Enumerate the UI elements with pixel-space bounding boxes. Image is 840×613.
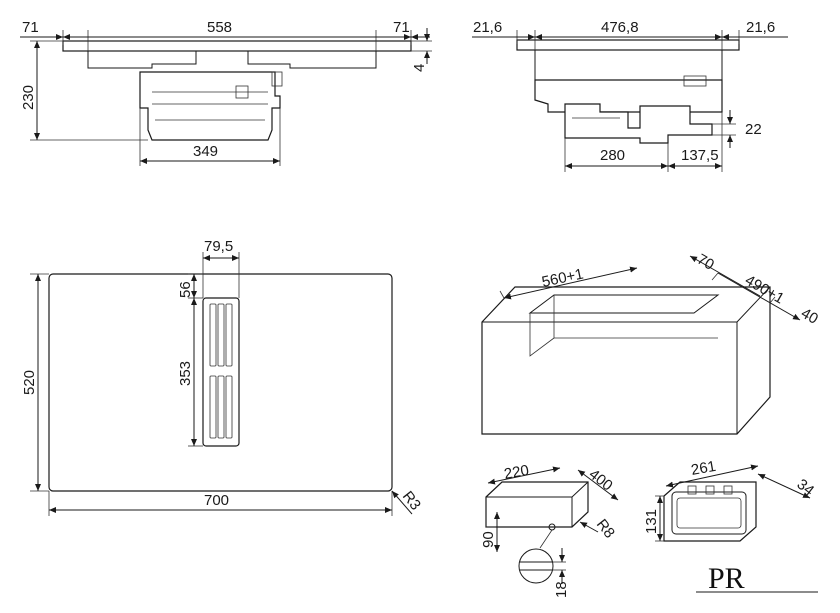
extractor-unit-outline [139,71,281,141]
dim-558: 558 [207,19,232,36]
cutout-isometric-view: 560+1 70 490+1 40 [481,251,821,435]
dim-90: 90 [480,531,497,548]
worktop-block-outline [481,286,771,435]
dim-79-5: 79,5 [204,238,233,255]
dim-4: 4 [411,64,428,72]
dim-700: 700 [204,492,229,509]
glass-top-side-outline [516,39,740,51]
front-elevation-view: 71 558 71 4 230 349 [20,19,432,166]
vent-grille-outline [202,297,240,447]
dim-261: 261 [690,458,718,479]
dim-349: 349 [193,143,218,160]
dim-220: 220 [503,462,531,483]
dim-131: 131 [643,509,660,534]
flange-opening [671,491,747,535]
cutout-wall-left [529,295,555,357]
flange-inner [676,497,742,529]
dim-21-6-left: 21,6 [473,19,502,36]
dim-71-left: 71 [22,19,39,36]
dim-18: 18 [553,581,570,598]
flange-outline [663,481,757,542]
hob-frame-left [87,51,197,69]
cutout-opening [528,294,720,314]
flange-view: 261 34 131 [643,458,818,542]
duct-box-outline [485,481,589,528]
pr-logo: PR [696,562,818,595]
hob-frame-right [247,51,377,69]
dim-280: 280 [600,147,625,164]
logo-text: PR [708,562,745,595]
side-elevation-view: 21,6 476,8 21,6 22 280 137,5 [472,19,788,172]
dim-34: 34 [794,476,818,500]
side-connector [683,75,707,87]
dim-56: 56 [177,281,194,298]
dim-21-6-right: 21,6 [746,19,775,36]
dim-70: 70 [694,251,717,274]
dim-230: 230 [20,85,37,110]
duct-view: 220 400 90 R8 18 [480,462,619,598]
dim-137-5: 137,5 [681,147,719,164]
dim-476-8: 476,8 [601,19,639,36]
dim-40: 40 [798,305,821,328]
dim-71-right: 71 [393,19,410,36]
dim-22: 22 [745,121,762,138]
dim-353: 353 [177,361,194,386]
plan-view: 79,5 56 353 520 700 R3 [21,238,424,516]
dim-r8: R8 [593,516,618,542]
dim-520: 520 [21,370,38,395]
side-extractor-unit [564,103,713,144]
detail-leader [539,529,553,549]
unit-connector [235,85,249,99]
dim-r3: R3 [399,488,424,514]
glass-top-outline [62,40,412,52]
dim-400: 400 [586,466,616,495]
side-frame [534,50,723,81]
unit-plug [271,71,283,87]
side-hob-body [534,79,723,113]
detail-magnifier [518,548,554,584]
